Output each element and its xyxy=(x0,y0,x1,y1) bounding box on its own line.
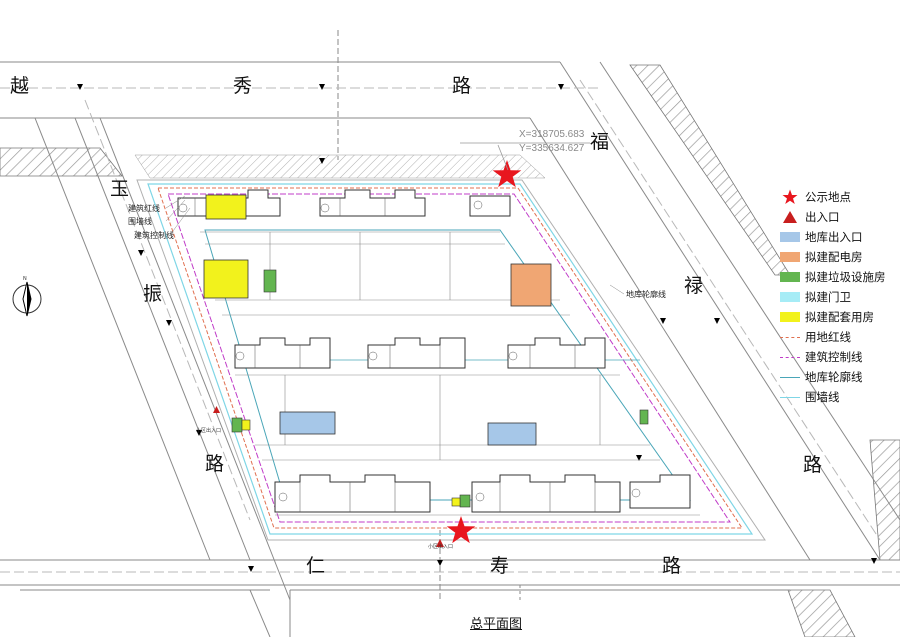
road-char-renshou-1: 仁 xyxy=(306,555,325,577)
road-char-yuexiu-3: 路 xyxy=(452,75,471,97)
color-swatch xyxy=(780,251,800,263)
legend-label: 地库出入口 xyxy=(805,230,863,244)
legend-item-red-line: 用地红线 xyxy=(780,330,895,344)
road-char-renshou-2: 寿 xyxy=(490,555,509,577)
star-icon xyxy=(492,160,522,188)
label-entrance-west: 小区出入口 xyxy=(196,427,221,434)
legend-item-support-room: 拟建配套用房 xyxy=(780,310,895,324)
site-entrances xyxy=(213,406,444,547)
road-char-fulu-3: 路 xyxy=(803,454,822,476)
internal-roads xyxy=(200,231,700,516)
svg-text:N: N xyxy=(23,276,27,282)
legend-label: 用地红线 xyxy=(805,330,851,344)
road-char-fulu-2: 禄 xyxy=(684,275,703,297)
dashed-line-icon xyxy=(780,331,800,343)
label-basement-line: 地库轮廓线 xyxy=(626,289,666,299)
road-markers xyxy=(77,84,877,572)
color-swatch xyxy=(780,291,800,303)
legend-item-guard-room: 拟建门卫 xyxy=(780,290,895,304)
legend-label: 围墙线 xyxy=(805,390,840,404)
road-char-yuexiu-1: 越 xyxy=(10,75,29,97)
legend-label: 建筑控制线 xyxy=(805,350,863,364)
color-swatch xyxy=(780,311,800,323)
road-char-yuzhen-3: 路 xyxy=(205,453,224,475)
solid-line-icon xyxy=(780,371,800,383)
building-details xyxy=(178,198,641,512)
residential-buildings xyxy=(177,189,691,513)
triangle-icon xyxy=(780,211,800,223)
road-char-fulu-1: 福 xyxy=(590,131,609,153)
coordinate-y: Y=335634.627 xyxy=(519,143,585,154)
dashed-line-icon xyxy=(780,351,800,363)
legend-label: 出入口 xyxy=(805,210,840,224)
road-char-yuzhen-1: 玉 xyxy=(110,178,129,200)
star-icon xyxy=(780,189,800,204)
label-red-line: 建筑红线 xyxy=(128,203,160,213)
legend-label: 拟建垃圾设施房 xyxy=(805,270,886,284)
color-swatch xyxy=(780,231,800,243)
coordinate-x: X=318705.683 xyxy=(519,129,585,140)
legend-item-entrance: 出入口 xyxy=(780,210,895,224)
legend-item-control-line: 建筑控制线 xyxy=(780,350,895,364)
legend-item-garage-entrance: 地库出入口 xyxy=(780,230,895,244)
label-entrance-south: 小区出入口 xyxy=(428,543,453,550)
legend-label: 公示地点 xyxy=(805,190,851,204)
color-swatch xyxy=(780,271,800,283)
facility-fills xyxy=(203,194,649,508)
legend-label: 地库轮廓线 xyxy=(805,370,863,384)
hatched-blocks xyxy=(0,64,900,637)
legend-label: 拟建配电房 xyxy=(805,250,863,264)
road-char-yuzhen-2: 振 xyxy=(143,283,162,305)
legend-item-wall-line: 围墙线 xyxy=(780,390,895,404)
solid-line-icon xyxy=(780,391,800,403)
road-char-renshou-3: 路 xyxy=(662,555,681,577)
label-wall-line: 围墙线 xyxy=(128,216,152,226)
public-notice-stars xyxy=(446,160,522,544)
legend-item-garbage-room: 拟建垃圾设施房 xyxy=(780,270,895,284)
legend-label: 拟建门卫 xyxy=(805,290,851,304)
legend-item-basement-line: 地库轮廓线 xyxy=(780,370,895,384)
label-control-line: 建筑控制线 xyxy=(134,230,174,240)
road-lines xyxy=(0,30,900,637)
star-icon xyxy=(446,516,476,544)
legend-item-substation: 拟建配电房 xyxy=(780,250,895,264)
entrance-icon xyxy=(213,406,220,413)
page-title: 总平面图 xyxy=(470,617,523,632)
north-arrow-icon: N xyxy=(12,276,42,317)
entrance-icon xyxy=(436,539,444,547)
legend-item-public-notice: 公示地点 xyxy=(780,189,895,204)
road-char-yuexiu-2: 秀 xyxy=(233,75,252,97)
legend-label: 拟建配套用房 xyxy=(805,310,874,324)
